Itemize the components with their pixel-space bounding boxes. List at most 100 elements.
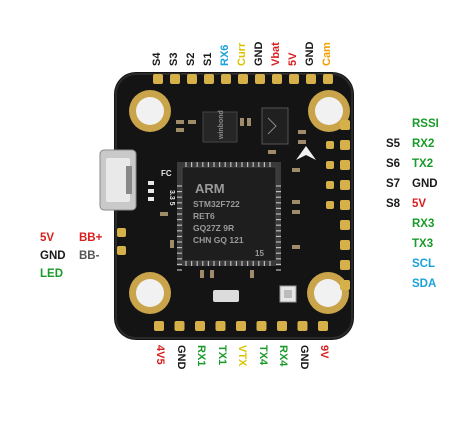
regulator-chip bbox=[261, 107, 289, 145]
top-pin-label: GND bbox=[304, 41, 316, 66]
top-solder-pads bbox=[153, 74, 333, 84]
right-pad bbox=[340, 220, 350, 230]
arrow-logo-icon bbox=[296, 146, 316, 160]
bottom-pin-label: 9V bbox=[318, 345, 330, 359]
top-pin-label: Curr bbox=[236, 42, 248, 66]
right-pin-label: SDA bbox=[412, 278, 437, 290]
top-pin-label: RX6 bbox=[219, 44, 231, 66]
bottom-pin-label: GND bbox=[297, 345, 310, 370]
bottom-pad bbox=[215, 321, 226, 331]
bottom-pin-label: TX4 bbox=[256, 345, 269, 366]
bottom-pad bbox=[318, 321, 328, 331]
top-pad bbox=[255, 74, 265, 84]
right-pin-label: 5V bbox=[412, 198, 427, 210]
right-pin-label: RX3 bbox=[412, 218, 435, 230]
right-pin-label: SCL bbox=[412, 258, 435, 270]
motor-pad bbox=[326, 201, 334, 209]
right-pad bbox=[340, 280, 350, 290]
right-pad bbox=[340, 120, 350, 130]
led-voltage-silkscreen: 3.3 5 bbox=[168, 190, 175, 206]
right-pin-label: GND bbox=[412, 178, 438, 190]
buzzer-pad bbox=[117, 246, 126, 255]
chip-suffix: RET6 bbox=[193, 211, 215, 221]
buzzer-pad bbox=[117, 228, 126, 237]
mount-hole-bottom-right bbox=[307, 272, 349, 314]
bottom-pin-label: TX1 bbox=[215, 345, 228, 366]
top-pin-label: S1 bbox=[202, 52, 214, 66]
right-pin-label: RSSI bbox=[412, 118, 439, 130]
right-pad bbox=[340, 160, 350, 170]
bottom-pad bbox=[154, 321, 164, 331]
usb-connector bbox=[99, 149, 137, 211]
bottom-pin-label: 4V5 bbox=[154, 345, 166, 365]
top-pin-label: GND bbox=[253, 41, 265, 66]
top-pad bbox=[289, 74, 299, 84]
top-pad bbox=[221, 74, 231, 84]
top-pad bbox=[204, 74, 214, 84]
top-pin-label: S4 bbox=[151, 52, 163, 66]
chip-part-number: STM32F722 bbox=[193, 199, 240, 209]
mount-hole-top-right bbox=[308, 90, 350, 132]
fc-silkscreen: FC bbox=[161, 169, 172, 178]
chip-country: CHN GQ 121 bbox=[193, 235, 244, 245]
barometer-port bbox=[284, 290, 292, 298]
crystal bbox=[213, 290, 239, 302]
motor-solder-pads bbox=[326, 141, 334, 209]
chip-date: 15 bbox=[255, 249, 264, 258]
top-pad bbox=[238, 74, 248, 84]
smd-components bbox=[160, 118, 306, 278]
left-solder-pads bbox=[117, 228, 126, 255]
top-pin-label: S2 bbox=[185, 52, 197, 66]
bottom-pin-label: GND bbox=[174, 345, 187, 370]
right-pad bbox=[340, 140, 350, 150]
motor-pin-label: S5 bbox=[386, 138, 401, 150]
bottom-solder-pads bbox=[154, 321, 328, 331]
bottom-pad bbox=[277, 321, 287, 331]
motor-pin-label: S7 bbox=[386, 178, 401, 190]
top-pad bbox=[306, 74, 316, 84]
bottom-pad bbox=[174, 321, 185, 331]
chip-arm-logo: ARM bbox=[195, 181, 225, 196]
motor-pad bbox=[326, 141, 334, 149]
bottom-pin-label: VTX bbox=[236, 345, 248, 367]
right-solder-pads bbox=[340, 120, 350, 290]
top-pad bbox=[170, 74, 180, 84]
top-pad bbox=[272, 74, 282, 84]
top-pin-label: Vbat bbox=[270, 42, 282, 66]
right-pad bbox=[340, 260, 350, 270]
right-pad bbox=[340, 240, 350, 250]
status-led-2 bbox=[148, 189, 154, 193]
top-pad bbox=[323, 74, 333, 84]
bottom-pin-label: RX1 bbox=[195, 345, 207, 367]
flash-chip: winbond bbox=[202, 110, 238, 143]
buzzer-pin-label: BB- bbox=[79, 250, 100, 262]
right-pin-label: TX2 bbox=[412, 158, 434, 170]
chip-lot: GQ27Z 9R bbox=[193, 223, 234, 233]
right-pad bbox=[340, 180, 350, 190]
mount-hole-bottom-left bbox=[129, 272, 171, 314]
top-pad bbox=[153, 74, 163, 84]
motor-pin-label: S6 bbox=[386, 158, 401, 170]
left-pin-label: GND bbox=[40, 250, 66, 262]
left-pin-label: 5V bbox=[40, 232, 55, 244]
bottom-pad bbox=[236, 321, 246, 331]
top-pin-label: S3 bbox=[168, 52, 180, 66]
status-led-3 bbox=[148, 197, 154, 201]
mcu-chip: ARM STM32F722 RET6 GQ27Z 9R CHN GQ 121 1… bbox=[177, 162, 281, 271]
left-pin-label: LED bbox=[40, 268, 63, 280]
top-pad bbox=[187, 74, 197, 84]
bottom-pad bbox=[256, 321, 267, 331]
motor-pad bbox=[326, 161, 334, 169]
bottom-pad bbox=[195, 321, 205, 331]
top-pin-label: 5V bbox=[287, 52, 299, 66]
right-pin-label: TX3 bbox=[412, 238, 434, 250]
right-pin-label: RX2 bbox=[412, 138, 435, 150]
buzzer-pin-label: BB+ bbox=[79, 232, 103, 244]
top-pin-label: Cam bbox=[321, 42, 333, 66]
bottom-pin-label: RX4 bbox=[277, 345, 289, 367]
flash-brand: winbond bbox=[218, 110, 225, 140]
mount-hole-top-left bbox=[129, 90, 171, 132]
bottom-pad bbox=[297, 321, 308, 331]
status-led-1 bbox=[148, 181, 154, 185]
